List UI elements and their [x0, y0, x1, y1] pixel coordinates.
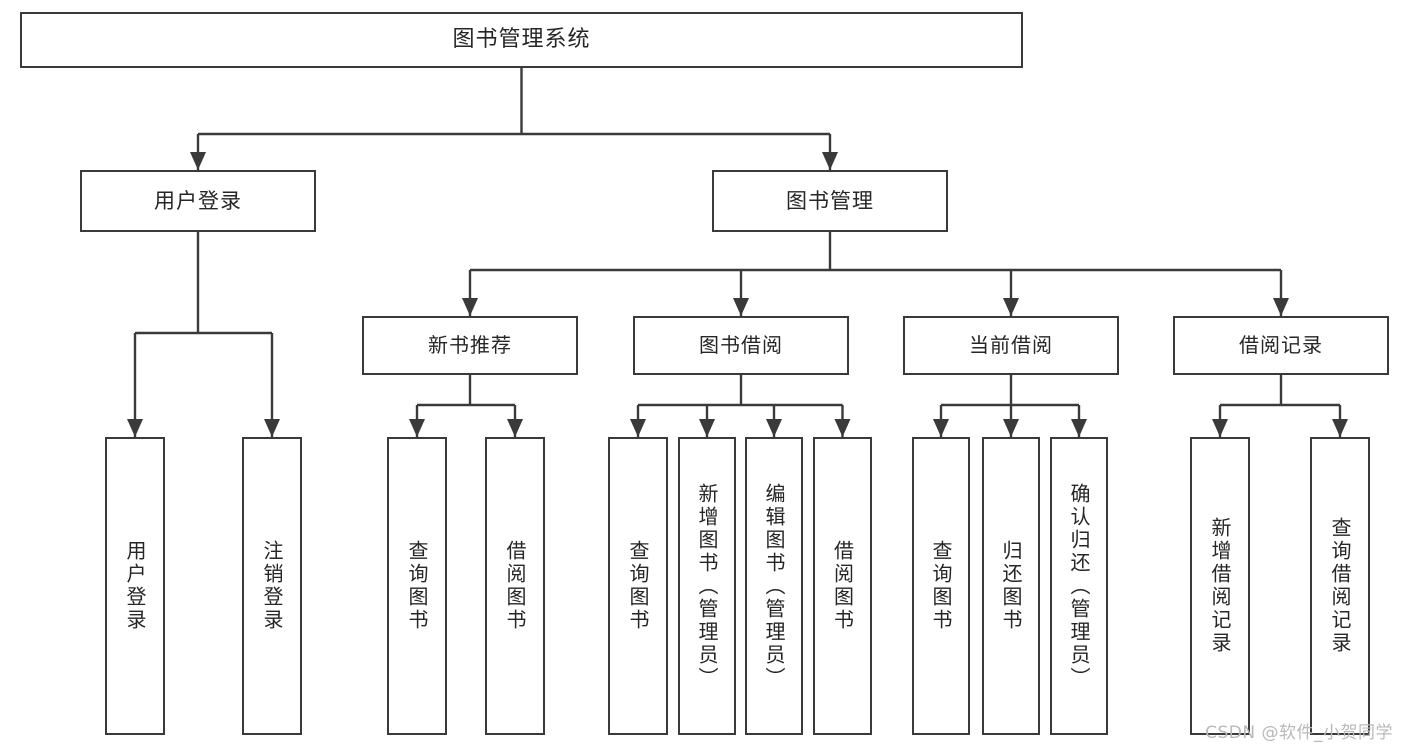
- arrow-head-icon: [834, 419, 851, 437]
- arrow-head-icon: [933, 419, 949, 437]
- node-leaf-rec-query[interactable]: 查询借阅记录: [1310, 437, 1370, 735]
- node-label: 图书管理: [786, 188, 874, 213]
- arrow-head-icon: [1332, 419, 1348, 437]
- node-borrow[interactable]: 图书借阅: [633, 316, 849, 375]
- node-label: 图书管理系统: [452, 27, 591, 53]
- node-leaf-user-logout[interactable]: 注销登录: [242, 437, 302, 735]
- arrow-head-icon: [1212, 419, 1228, 437]
- node-leaf-bor-add[interactable]: 新增图书（管理员）: [678, 437, 736, 735]
- node-login[interactable]: 用户登录: [80, 170, 316, 232]
- arrow-head-icon: [699, 419, 715, 437]
- arrow-head-icon: [264, 419, 280, 437]
- arrow-head-icon: [1003, 298, 1019, 316]
- node-current[interactable]: 当前借阅: [903, 316, 1119, 375]
- node-label: 借阅图书: [503, 540, 527, 632]
- node-root[interactable]: 图书管理系统: [20, 12, 1023, 68]
- node-leaf-cur-return[interactable]: 归还图书: [982, 437, 1040, 735]
- node-leaf-rec-add[interactable]: 新增借阅记录: [1190, 437, 1250, 735]
- node-label: 归还图书: [999, 540, 1023, 632]
- arrow-head-icon: [766, 419, 782, 437]
- node-label: 查询图书: [929, 540, 953, 632]
- arrow-head-icon: [822, 152, 838, 170]
- arrow-head-icon: [127, 419, 143, 437]
- node-leaf-cur-confirm[interactable]: 确认归还（管理员）: [1050, 437, 1108, 735]
- node-newbook[interactable]: 新书推荐: [362, 316, 578, 375]
- node-leaf-new-borrow[interactable]: 借阅图书: [485, 437, 545, 735]
- node-label: 图书借阅: [699, 333, 783, 357]
- arrow-head-icon: [507, 419, 523, 437]
- node-leaf-cur-query[interactable]: 查询图书: [912, 437, 970, 735]
- node-leaf-user-login[interactable]: 用户登录: [105, 437, 165, 735]
- arrow-head-icon: [630, 419, 646, 437]
- arrow-head-icon: [1003, 419, 1019, 437]
- arrow-head-icon: [1273, 298, 1289, 316]
- arrow-head-icon: [462, 298, 478, 316]
- node-label: 用户登录: [154, 188, 242, 213]
- node-label: 当前借阅: [969, 333, 1053, 357]
- arrow-head-icon: [190, 152, 206, 170]
- arrow-head-icon: [409, 419, 425, 437]
- node-leaf-new-query[interactable]: 查询图书: [387, 437, 447, 735]
- node-label: 新增图书（管理员）: [695, 482, 719, 690]
- node-label: 确认归还（管理员）: [1067, 482, 1091, 690]
- node-label: 编辑图书（管理员）: [762, 482, 786, 690]
- node-label: 借阅图书: [830, 540, 855, 632]
- node-label: 新增借阅记录: [1208, 517, 1232, 655]
- arrow-head-icon: [1071, 419, 1087, 437]
- node-label: 用户登录: [123, 540, 147, 632]
- node-bookmgmt[interactable]: 图书管理: [712, 170, 948, 232]
- arrow-head-icon: [733, 298, 749, 316]
- node-label: 借阅记录: [1239, 333, 1323, 357]
- watermark: CSDN @软件_小贺同学: [1205, 723, 1393, 743]
- node-label: 查询图书: [405, 540, 429, 632]
- node-records[interactable]: 借阅记录: [1173, 316, 1389, 375]
- node-label: 新书推荐: [428, 333, 512, 357]
- node-leaf-bor-edit[interactable]: 编辑图书（管理员）: [745, 437, 803, 735]
- node-label: 注销登录: [260, 540, 284, 632]
- node-leaf-bor-query[interactable]: 查询图书: [608, 437, 668, 735]
- node-label: 查询借阅记录: [1328, 517, 1352, 655]
- node-leaf-bor-borrow[interactable]: 借阅图书: [813, 437, 872, 735]
- node-label: 查询图书: [626, 540, 650, 632]
